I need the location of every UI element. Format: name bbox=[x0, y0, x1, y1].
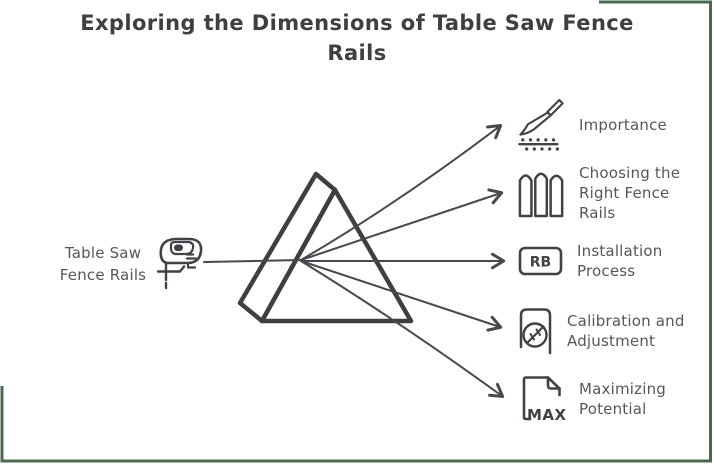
badge-label: RB bbox=[530, 255, 551, 271]
item-choosing-fence-rails: Choosing the Right Fence Rails bbox=[518, 163, 691, 223]
beams bbox=[203, 124, 506, 398]
beam-incoming bbox=[203, 259, 302, 263]
item-installation-process: RB Installation Process bbox=[518, 241, 681, 281]
item-calibration-adjustment: Calibration and Adjustment bbox=[518, 306, 693, 356]
page-title: Exploring the Dimensions of Table Saw Fe… bbox=[80, 11, 634, 65]
item-maximizing-potential: MAX Maximizing Potential bbox=[518, 375, 679, 423]
beam-maximizing bbox=[300, 260, 505, 398]
beam-calibration bbox=[300, 260, 503, 332]
item-label: Choosing the Right Fence Rails bbox=[579, 164, 681, 223]
fence-icon bbox=[518, 172, 564, 218]
source-label: Table Saw Fence Rails bbox=[59, 244, 147, 284]
document-label: MAX bbox=[527, 406, 566, 423]
jigsaw-icon bbox=[157, 237, 203, 290]
item-label: Installation Process bbox=[577, 242, 663, 281]
item-label: Importance bbox=[579, 115, 667, 134]
item-label: Calibration and Adjustment bbox=[567, 311, 685, 350]
gauge-device-icon bbox=[519, 308, 552, 355]
utility-knife-icon bbox=[518, 98, 564, 151]
item-label: Maximizing Potential bbox=[579, 379, 667, 418]
beam-importance bbox=[300, 124, 503, 261]
source-icon-wrap bbox=[157, 234, 209, 290]
beam-choosing bbox=[300, 188, 504, 261]
prism-front-face bbox=[259, 187, 414, 324]
rb-badge-icon: RB bbox=[518, 246, 563, 276]
prism bbox=[237, 171, 414, 324]
max-document-icon: MAX bbox=[522, 376, 566, 423]
prism-side-face bbox=[237, 171, 338, 324]
item-importance: Importance bbox=[518, 97, 699, 153]
